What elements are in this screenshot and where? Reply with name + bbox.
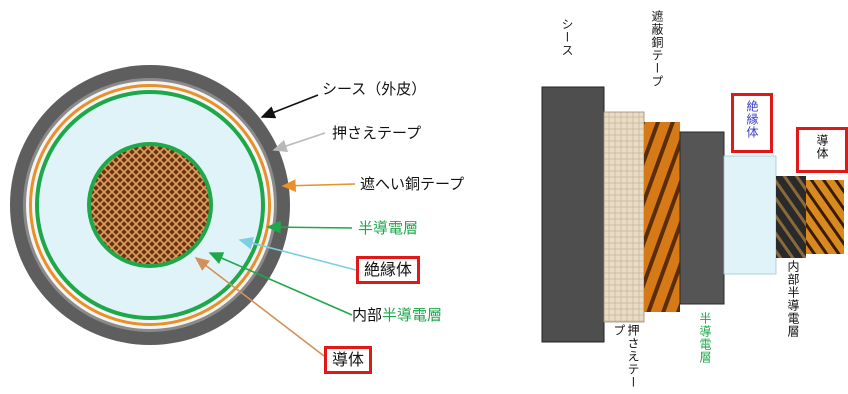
label-conductor: 導体 — [324, 346, 373, 374]
vlabel-insulation-box: 絶縁体 — [731, 93, 773, 153]
leader-semiconductive — [266, 220, 353, 234]
conductor-core — [91, 146, 209, 264]
leader-conductor — [194, 257, 325, 357]
side-insulation — [723, 155, 777, 275]
label-inner-prefix: 内部 — [352, 306, 383, 324]
leader-inner-semiconductive — [208, 252, 353, 316]
vlabel-sheath: シース — [560, 18, 574, 57]
vlabel-shield-tape: 遮蔽銅テープ — [650, 10, 664, 88]
side-inner-semiconductive — [776, 176, 806, 258]
label-press-tape: 押さえテープ — [332, 124, 422, 142]
label-insulation: 絶縁体 — [356, 256, 421, 284]
side-sheath — [541, 86, 605, 343]
side-semiconductive — [679, 131, 725, 305]
label-semiconductive: 半導電層 — [358, 219, 419, 237]
vlabel-semiconductive: 半導電層 — [698, 312, 712, 364]
cross-section-circle — [10, 65, 290, 345]
leader-shield-tape — [281, 179, 356, 193]
vlabel-conductor: 導体 — [815, 134, 829, 160]
label-inner-semiconductive: 内部半導電層 — [352, 306, 442, 324]
cable-side-view — [541, 86, 844, 343]
leader-sheath — [260, 94, 319, 119]
label-inner-semiconductive-text: 内部半導電層 — [352, 306, 442, 324]
vlabel-conductor-box: 導体 — [796, 127, 848, 173]
leader-press-tape — [272, 132, 326, 153]
vlabel-inner-semiconductive: 内部半導電層 — [786, 260, 800, 338]
side-shield-tape — [644, 122, 680, 312]
vlabel-press-tape: 押さえテープ — [612, 324, 640, 389]
label-shield-tape: 遮へい銅テープ — [360, 175, 465, 193]
side-conductor — [806, 180, 844, 254]
label-inner-suffix: 半導電層 — [382, 306, 443, 324]
leader-insulation — [238, 237, 357, 271]
vlabel-insulation: 絶縁体 — [745, 100, 759, 139]
label-sheath: シース（外皮） — [322, 80, 427, 98]
side-press-tape — [603, 111, 645, 323]
